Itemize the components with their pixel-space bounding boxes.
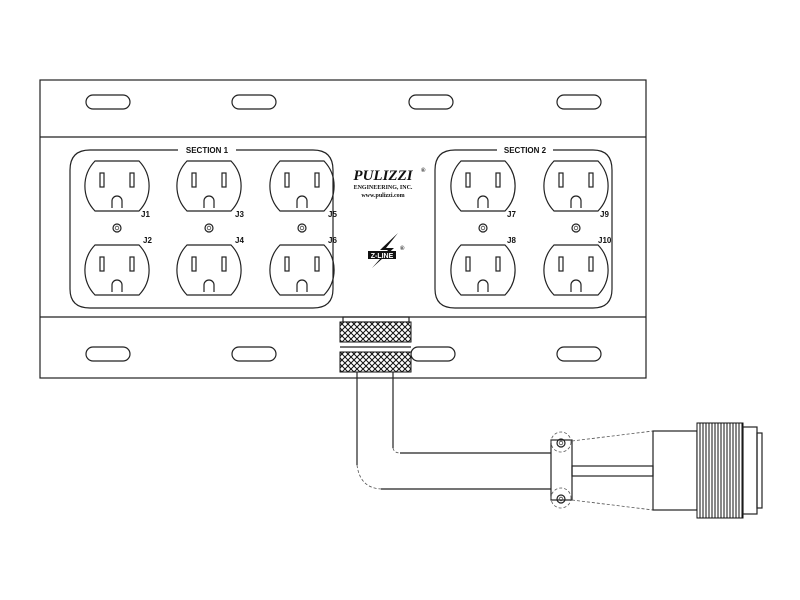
brand-name: PULIZZI — [353, 168, 413, 184]
lightning-bolt-icon — [372, 233, 398, 268]
mounting-slot — [85, 94, 131, 110]
screw-icon — [204, 223, 214, 233]
registered-mark: ® — [421, 167, 426, 174]
outlet-label: J9 — [600, 210, 609, 219]
mounting-slot — [85, 346, 131, 362]
website: www.pulizzi.com — [361, 193, 404, 199]
power-cord — [356, 372, 551, 490]
outlet-label: J7 — [507, 210, 516, 219]
screw-icon — [478, 223, 488, 233]
mounting-slot — [556, 346, 602, 362]
outlet-label: J8 — [507, 236, 516, 245]
outlet-j1 — [84, 160, 150, 212]
mounting-slot — [408, 94, 454, 110]
mounting-slot — [556, 94, 602, 110]
z-line-logo: Z-LINE ® — [368, 233, 405, 268]
twist-lock-plug — [550, 422, 763, 519]
company-name: ENGINEERING, INC. — [354, 185, 413, 191]
outlet-label: J5 — [328, 210, 337, 219]
mounting-slot — [231, 346, 277, 362]
outlet-j5 — [269, 160, 335, 212]
mounting-slot — [410, 346, 456, 362]
outlet-label: J10 — [598, 236, 612, 245]
screw-icon — [571, 223, 581, 233]
outlet-j10 — [543, 244, 609, 296]
outlet-label: J3 — [235, 210, 244, 219]
outlet-label: J2 — [143, 236, 152, 245]
section-2: SECTION 2 J7 J8 J9 J10 — [434, 146, 613, 309]
outlet-label: J4 — [235, 236, 244, 245]
cable-gland — [339, 316, 412, 373]
mounting-slots — [85, 94, 602, 362]
registered-mark: ® — [400, 245, 405, 252]
section-1: SECTION 1 J1 J2 J3 J4 J5 J6 — [69, 146, 337, 309]
mounting-slot — [231, 94, 277, 110]
outlet-j9 — [543, 160, 609, 212]
screw-icon — [297, 223, 307, 233]
screw-icon — [112, 223, 122, 233]
outlet-j4 — [176, 244, 242, 296]
outlet-label: J6 — [328, 236, 337, 245]
outlet-label: J1 — [141, 210, 150, 219]
mounting-panel — [39, 79, 647, 379]
section-label: SECTION 2 — [504, 146, 547, 155]
outlet-j8 — [450, 244, 516, 296]
product-mark: Z-LINE — [371, 253, 394, 260]
outlet-j6 — [269, 244, 335, 296]
outlet-j2 — [84, 244, 150, 296]
section-label: SECTION 1 — [186, 146, 229, 155]
outlet-j3 — [176, 160, 242, 212]
clamp-screw-icon — [556, 494, 566, 504]
pulizzi-logo: PULIZZI ® ENGINEERING, INC. www.pulizzi.… — [353, 167, 426, 199]
outlet-j7 — [450, 160, 516, 212]
